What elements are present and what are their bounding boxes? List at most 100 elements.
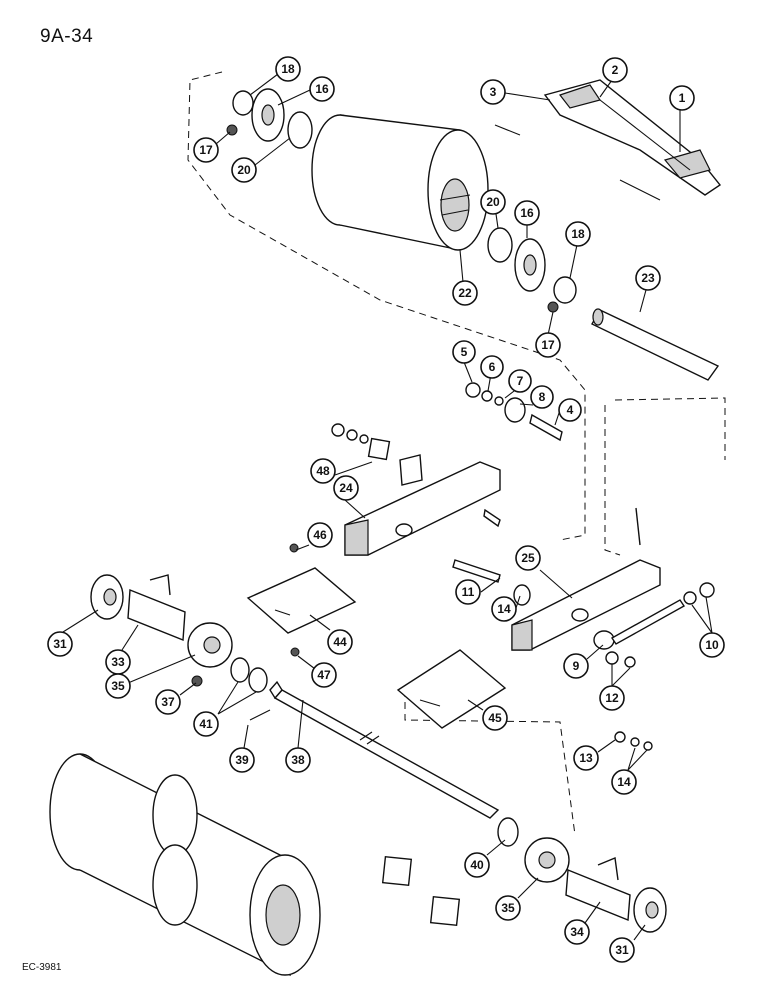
callout-24: 24 — [333, 475, 359, 501]
right-tensioner-arm — [452, 507, 661, 651]
svg-text:33: 33 — [111, 655, 125, 669]
callout-13: 13 — [573, 745, 599, 771]
lower-roller-drum — [49, 753, 321, 977]
callout-31-left: 31 — [47, 631, 73, 657]
svg-text:18: 18 — [281, 62, 295, 76]
figure-code: EC-3981 — [22, 962, 62, 973]
callout-48: 48 — [310, 458, 336, 484]
svg-text:14: 14 — [617, 775, 631, 789]
callout-9: 9 — [563, 653, 589, 679]
callout-45: 45 — [482, 705, 508, 731]
svg-text:17: 17 — [199, 143, 213, 157]
callout-17-lower: 17 — [535, 332, 561, 358]
svg-text:35: 35 — [501, 901, 515, 915]
callout-34: 34 — [564, 919, 590, 945]
callout-33: 33 — [105, 649, 131, 675]
svg-text:10: 10 — [705, 638, 719, 652]
callout-35-left: 35 — [105, 673, 131, 699]
callout-25: 25 — [515, 545, 541, 571]
upper-right-bearing-group — [487, 227, 577, 313]
dashed-group-lower-shaft — [404, 690, 576, 836]
callout-7: 7 — [508, 369, 532, 393]
callout-38: 38 — [285, 747, 311, 773]
callout-11: 11 — [455, 579, 481, 605]
callout-22: 22 — [452, 280, 478, 306]
svg-text:17: 17 — [541, 338, 555, 352]
callout-46: 46 — [307, 522, 333, 548]
svg-text:44: 44 — [333, 635, 347, 649]
callout-8: 8 — [530, 385, 554, 409]
upper-shaft — [591, 308, 720, 381]
callout-39: 39 — [229, 747, 255, 773]
svg-text:39: 39 — [235, 753, 249, 767]
callout-18-upper: 18 — [275, 56, 301, 82]
page-number: 9A-34 — [40, 26, 94, 47]
svg-text:9: 9 — [573, 659, 580, 673]
svg-text:14: 14 — [497, 602, 511, 616]
svg-text:11: 11 — [462, 585, 475, 599]
callout-20-upper: 20 — [231, 157, 257, 183]
callout-31-right: 31 — [609, 937, 635, 963]
callout-18-lower: 18 — [565, 221, 591, 247]
svg-text:46: 46 — [313, 528, 327, 542]
svg-text:23: 23 — [641, 271, 655, 285]
callout-40: 40 — [464, 852, 490, 878]
adjuster-rod — [593, 582, 715, 751]
svg-text:16: 16 — [315, 82, 329, 96]
svg-text:48: 48 — [316, 464, 330, 478]
plate-45 — [396, 649, 507, 729]
svg-text:8: 8 — [539, 390, 546, 404]
callout-14-upper: 14 — [491, 596, 517, 622]
callout-47: 47 — [311, 662, 337, 688]
svg-text:5: 5 — [461, 345, 468, 359]
svg-text:20: 20 — [237, 163, 251, 177]
callout-44: 44 — [327, 629, 353, 655]
dashed-group-shaft — [604, 397, 726, 556]
svg-text:31: 31 — [615, 943, 629, 957]
callout-6: 6 — [480, 355, 504, 379]
callout-12: 12 — [599, 685, 625, 711]
svg-text:13: 13 — [579, 751, 593, 765]
callout-10: 10 — [699, 632, 725, 658]
svg-text:3: 3 — [490, 85, 497, 99]
callout-23: 23 — [635, 265, 661, 291]
hardware-left-arm — [331, 423, 423, 486]
callout-4: 4 — [558, 398, 582, 422]
svg-text:37: 37 — [161, 695, 175, 709]
svg-text:24: 24 — [339, 481, 353, 495]
svg-text:6: 6 — [489, 360, 496, 374]
svg-text:41: 41 — [199, 717, 213, 731]
svg-text:18: 18 — [571, 227, 585, 241]
svg-text:35: 35 — [111, 679, 125, 693]
plate-44 — [246, 567, 357, 634]
svg-text:1: 1 — [679, 91, 686, 105]
svg-text:38: 38 — [291, 753, 305, 767]
svg-text:4: 4 — [567, 403, 574, 417]
upper-left-bearing-group — [226, 88, 313, 149]
left-shaft-components — [90, 543, 300, 721]
svg-text:16: 16 — [520, 206, 534, 220]
svg-text:20: 20 — [486, 195, 500, 209]
upper-roller-drum — [311, 114, 489, 251]
svg-text:25: 25 — [521, 551, 535, 565]
callout-16-upper: 16 — [309, 76, 335, 102]
svg-text:47: 47 — [317, 668, 331, 682]
lower-right-components — [381, 817, 667, 933]
svg-text:22: 22 — [458, 286, 472, 300]
svg-text:34: 34 — [570, 925, 584, 939]
callout-2: 2 — [602, 57, 628, 83]
callout-35-right: 35 — [495, 895, 521, 921]
callout-1: 1 — [669, 85, 695, 111]
callout-5: 5 — [452, 340, 476, 364]
chain-arm-assembly — [494, 79, 722, 201]
svg-text:12: 12 — [605, 691, 619, 705]
callout-17-upper: 17 — [193, 137, 219, 163]
callout-41: 41 — [193, 711, 219, 737]
svg-text:45: 45 — [488, 711, 502, 725]
callout-20-lower: 20 — [480, 189, 506, 215]
svg-text:40: 40 — [470, 858, 484, 872]
left-tensioner-arm — [344, 461, 501, 556]
callout-37: 37 — [155, 689, 181, 715]
svg-text:31: 31 — [53, 637, 67, 651]
